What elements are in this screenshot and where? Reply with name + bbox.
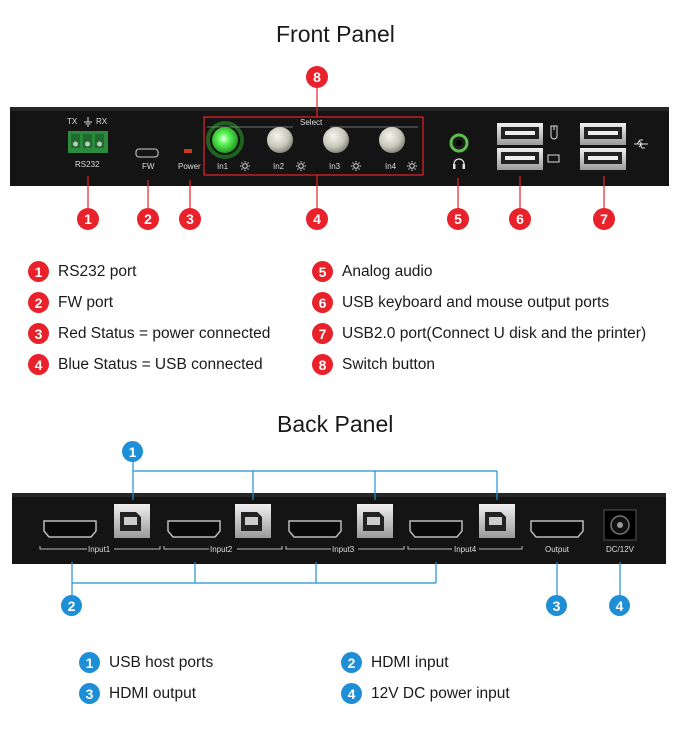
tx-label: TX: [67, 117, 78, 126]
front-legend-item: 2 FW port: [28, 292, 113, 313]
back-callout-3: 3: [546, 595, 567, 616]
input2-label: Input2: [210, 545, 233, 554]
legend-badge: 2: [341, 652, 362, 673]
status-led-icons: [240, 161, 417, 171]
hdmi-ports: [43, 520, 584, 538]
front-legend-item: 7 USB2.0 port(Connect U disk and the pri…: [312, 323, 646, 344]
input3-label: Input3: [332, 545, 355, 554]
back-callout-4: 4: [609, 595, 630, 616]
usb-icon: [634, 139, 648, 149]
ground-icon: [84, 117, 92, 127]
legend-badge: 7: [312, 323, 333, 344]
legend-text: FW port: [58, 293, 114, 311]
front-callout-2: 2: [137, 208, 159, 230]
legend-text: HDMI input: [371, 653, 449, 671]
fw-label: FW: [142, 162, 155, 171]
legend-text: HDMI output: [109, 684, 197, 702]
switch-button-4: [379, 127, 405, 153]
front-callout-8: 8: [306, 66, 328, 88]
front-legend-item: 3 Red Status = power connected: [28, 323, 270, 344]
usb-km-ports: [497, 123, 543, 170]
dc-label: DC/12V: [606, 545, 635, 554]
legend-badge: 1: [28, 261, 49, 282]
rx-label: RX: [96, 117, 108, 126]
back-panel-title: Back Panel: [277, 411, 394, 437]
usb-b-ports: [114, 504, 515, 538]
legend-text: Blue Status = USB connected: [58, 355, 263, 373]
legend-text: USB keyboard and mouse output ports: [342, 293, 610, 311]
usb2-ports: [580, 123, 626, 170]
front-callout-7: 7: [593, 208, 615, 230]
legend-badge: 5: [312, 261, 333, 282]
legend-text: Red Status = power connected: [58, 324, 271, 342]
in3-label: In3: [329, 162, 341, 171]
legend-text: Switch button: [342, 355, 436, 373]
front-callout-6: 6: [509, 208, 531, 230]
legend-text: RS232 port: [58, 262, 137, 280]
front-callout-5: 5: [447, 208, 469, 230]
legend-badge: 2: [28, 292, 49, 313]
switch-button-2: [267, 127, 293, 153]
front-callout-3: 3: [179, 208, 201, 230]
in1-label: In1: [217, 162, 229, 171]
legend-badge: 3: [79, 683, 100, 704]
back-legend-item: 1 USB host ports: [79, 652, 213, 673]
legend-badge: 6: [312, 292, 333, 313]
legend-badge: 3: [28, 323, 49, 344]
fw-port: [135, 148, 159, 158]
headphone-icon: [453, 158, 465, 168]
in4-label: In4: [385, 162, 397, 171]
back-callout-1: 1: [122, 441, 143, 462]
back-legend-item: 2 HDMI input: [341, 652, 449, 673]
front-panel-title: Front Panel: [276, 21, 395, 47]
legend-text: 12V DC power input: [371, 684, 510, 702]
front-legend-item: 8 Switch button: [312, 354, 435, 375]
mouse-icon: [550, 125, 558, 140]
power-led: [184, 149, 192, 153]
legend-badge: 8: [312, 354, 333, 375]
front-callout-4: 4: [306, 208, 328, 230]
keyboard-icon: [547, 154, 560, 163]
front-callout-1: 1: [77, 208, 99, 230]
legend-text: Analog audio: [342, 262, 433, 280]
switch-button-3: [323, 127, 349, 153]
power-label: Power: [178, 162, 201, 171]
back-legend-item: 4 12V DC power input: [341, 683, 510, 704]
front-legend-item: 1 RS232 port: [28, 261, 136, 282]
dc-jack: [603, 509, 637, 541]
front-legend-item: 5 Analog audio: [312, 261, 433, 282]
legend-badge: 1: [79, 652, 100, 673]
front-legend-item: 4 Blue Status = USB connected: [28, 354, 263, 375]
legend-badge: 4: [28, 354, 49, 375]
back-callout-2: 2: [61, 595, 82, 616]
select-box: [203, 116, 424, 176]
legend-text: USB host ports: [109, 653, 214, 671]
switch-button-1: [212, 127, 238, 153]
front-legend-item: 6 USB keyboard and mouse output ports: [312, 292, 609, 313]
select-label: Select: [300, 118, 323, 127]
legend-badge: 4: [341, 683, 362, 704]
output-label: Output: [545, 545, 570, 554]
back-legend-item: 3 HDMI output: [79, 683, 196, 704]
rs232-label: RS232: [75, 160, 100, 169]
in2-label: In2: [273, 162, 285, 171]
input4-label: Input4: [454, 545, 477, 554]
input1-label: Input1: [88, 545, 111, 554]
legend-text: USB2.0 port(Connect U disk and the print…: [342, 324, 647, 342]
